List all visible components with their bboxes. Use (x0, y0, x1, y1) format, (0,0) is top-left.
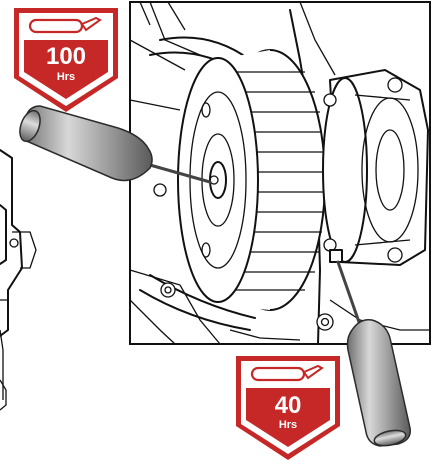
drive-belt (139, 36, 256, 331)
bearing-housing (322, 69, 429, 266)
left-machine-fragment (0, 149, 37, 411)
lubrication-interval-badge-40: 40 Hrs (236, 356, 340, 460)
bolts (153, 183, 334, 331)
badge-100-value: 100 (46, 43, 86, 70)
grease-gun-lower (336, 260, 411, 447)
grease-gun-icon (28, 16, 102, 34)
pulley (177, 49, 326, 311)
detail-panel (129, 1, 431, 345)
grease-gun-upper (19, 105, 212, 184)
badge-40-value: 40 (275, 392, 302, 419)
badge-40-unit: Hrs (279, 419, 297, 431)
grease-gun-icon (250, 364, 324, 382)
badge-100-unit: Hrs (57, 71, 75, 83)
lubrication-interval-badge-100: 100 Hrs (14, 8, 118, 112)
